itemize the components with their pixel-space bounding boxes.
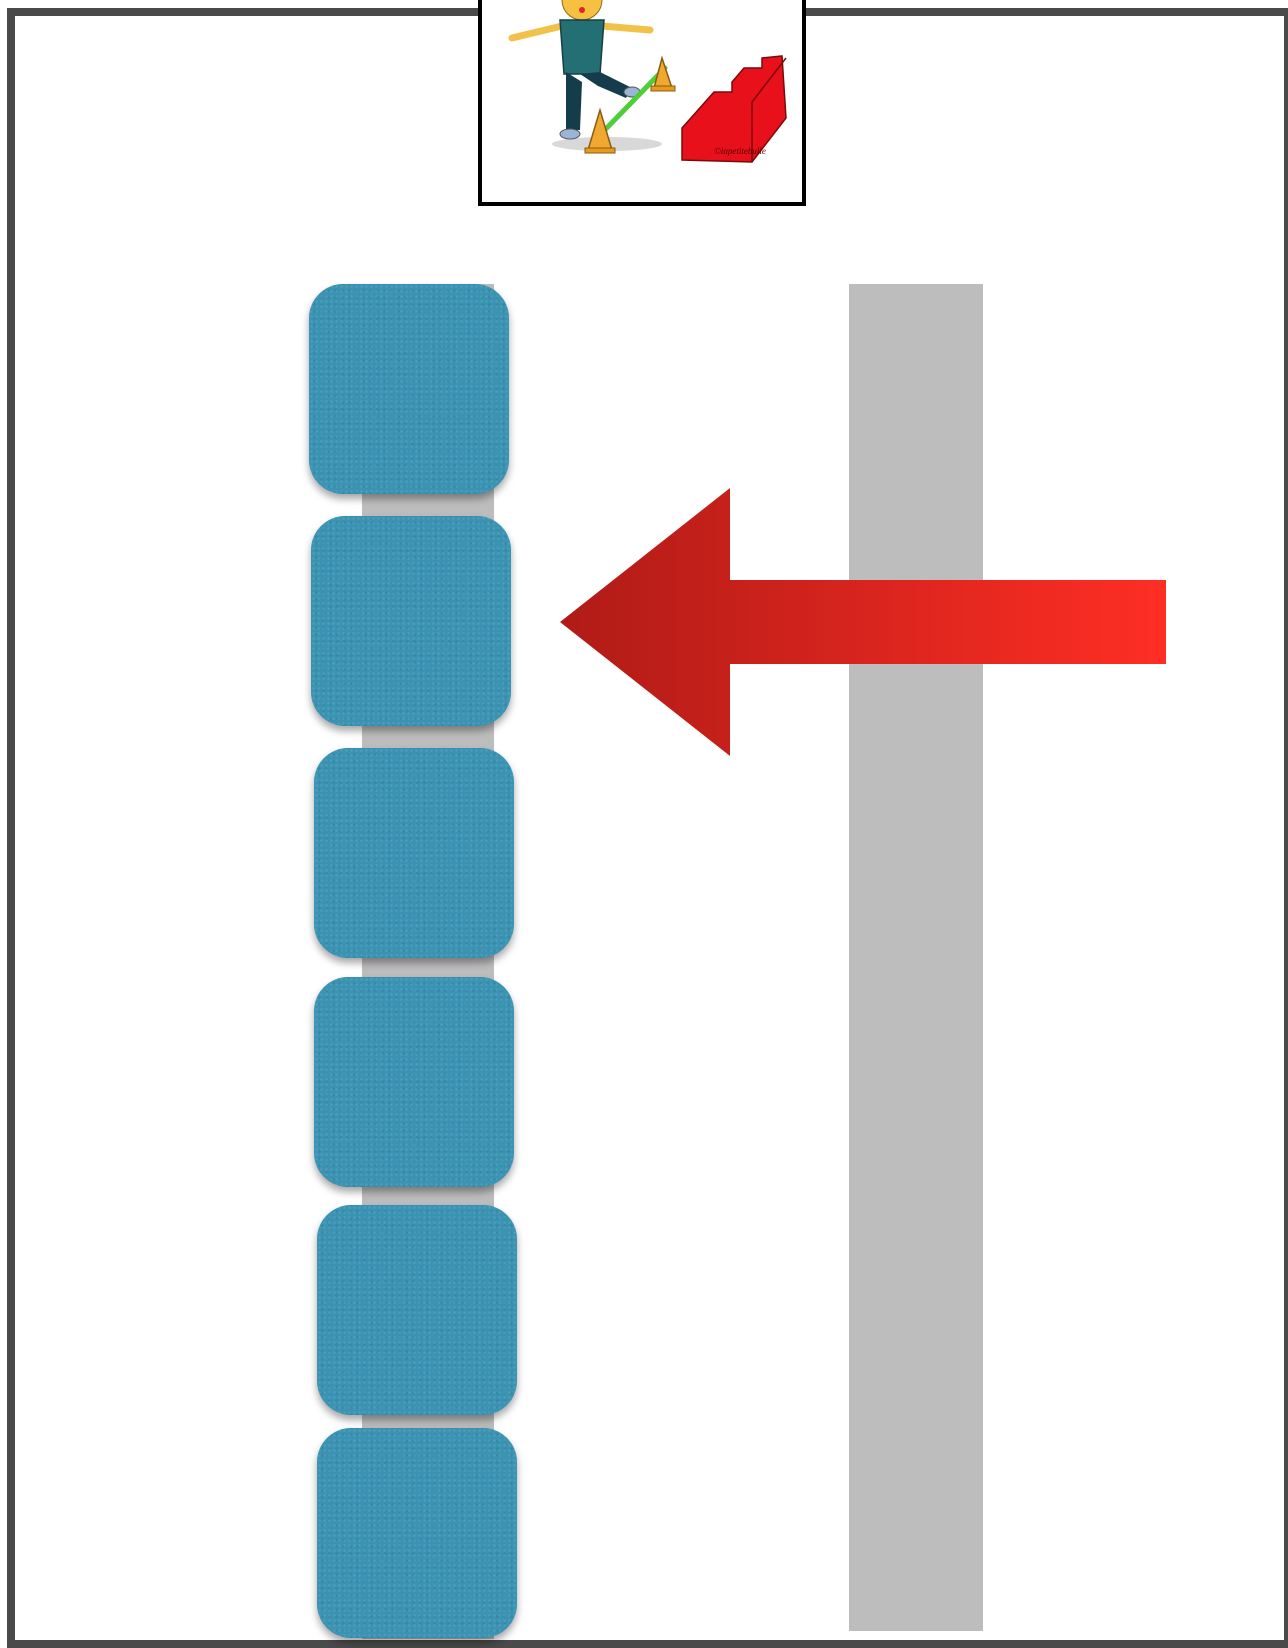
mat-6: [317, 1428, 517, 1638]
left-arrow-icon: [560, 488, 1166, 756]
mat-4: [314, 977, 514, 1187]
child-hurdle-picture: ©lapetitebulle: [508, 0, 787, 163]
right-rail: [849, 284, 983, 1631]
illustration-signature: ©lapetitebulle: [714, 146, 766, 156]
mat-5: [317, 1205, 517, 1415]
activity-illustration: ©lapetitebulle: [478, 0, 806, 206]
mat-3: [314, 748, 514, 958]
mat-2: [311, 516, 511, 726]
diagram-frame: [7, 8, 1288, 1648]
mat-1: [309, 284, 509, 494]
